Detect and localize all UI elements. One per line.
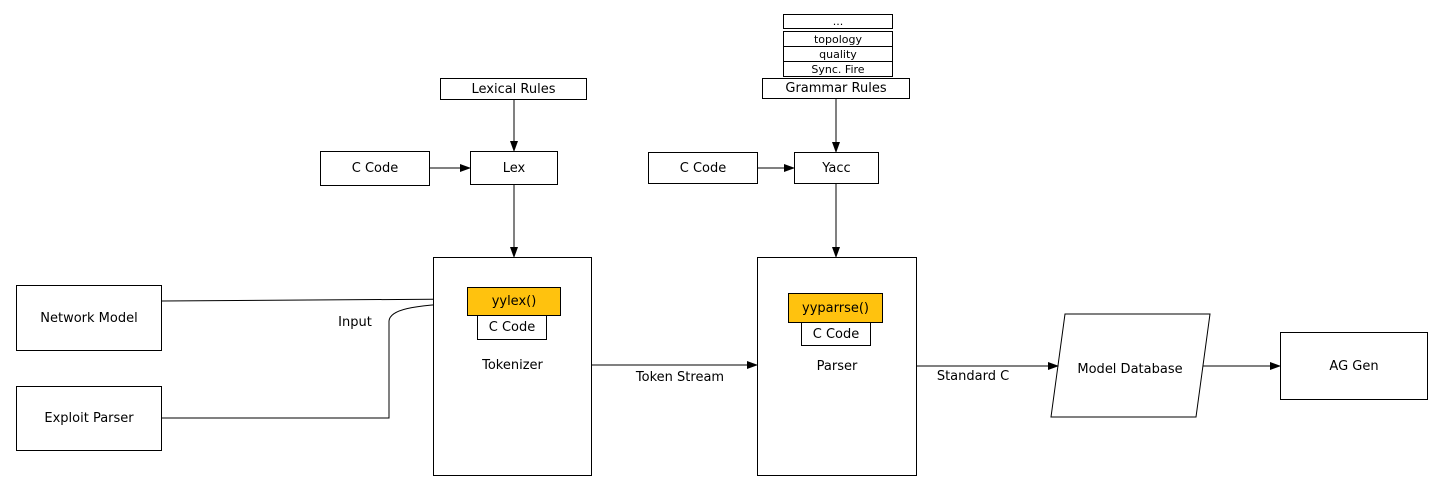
stack-row-sync-fire: Sync. Fire bbox=[783, 61, 893, 77]
yyparrse-box: yyparrse() bbox=[788, 293, 883, 323]
edge-label-standard-c: Standard C bbox=[936, 369, 1010, 384]
arrow-network-model-to-yylex bbox=[161, 295, 468, 304]
parser-label: Parser bbox=[816, 359, 858, 374]
stack-row-ellipsis: ... bbox=[783, 14, 893, 29]
ag-gen-box: AG Gen bbox=[1280, 332, 1428, 400]
lex-box: Lex bbox=[470, 151, 558, 185]
c-code-parser-box: C Code bbox=[801, 322, 871, 346]
edge-label-input: Input bbox=[338, 315, 372, 330]
c-code-lex-box: C Code bbox=[320, 151, 430, 186]
c-code-yacc-box: C Code bbox=[648, 152, 758, 184]
lexical-rules-box: Lexical Rules bbox=[440, 78, 587, 100]
stack-row-quality: quality bbox=[783, 46, 893, 62]
tokenizer-label: Tokenizer bbox=[482, 358, 543, 373]
stack-row-topology: topology bbox=[783, 31, 893, 47]
c-code-tokenizer-box: C Code bbox=[477, 315, 547, 340]
network-model-box: Network Model bbox=[16, 285, 162, 351]
model-database-label: Model Database bbox=[1077, 362, 1183, 377]
exploit-parser-box: Exploit Parser bbox=[16, 386, 162, 451]
grammar-rules-box: Grammar Rules bbox=[762, 78, 910, 99]
model-database-shape bbox=[1050, 313, 1211, 418]
yylex-box: yylex() bbox=[467, 287, 561, 316]
edge-label-token-stream: Token Stream bbox=[635, 370, 725, 385]
parser-box bbox=[757, 257, 917, 476]
yacc-box: Yacc bbox=[794, 152, 879, 184]
arrow-exploit-parser-to-yylex bbox=[162, 299, 468, 419]
